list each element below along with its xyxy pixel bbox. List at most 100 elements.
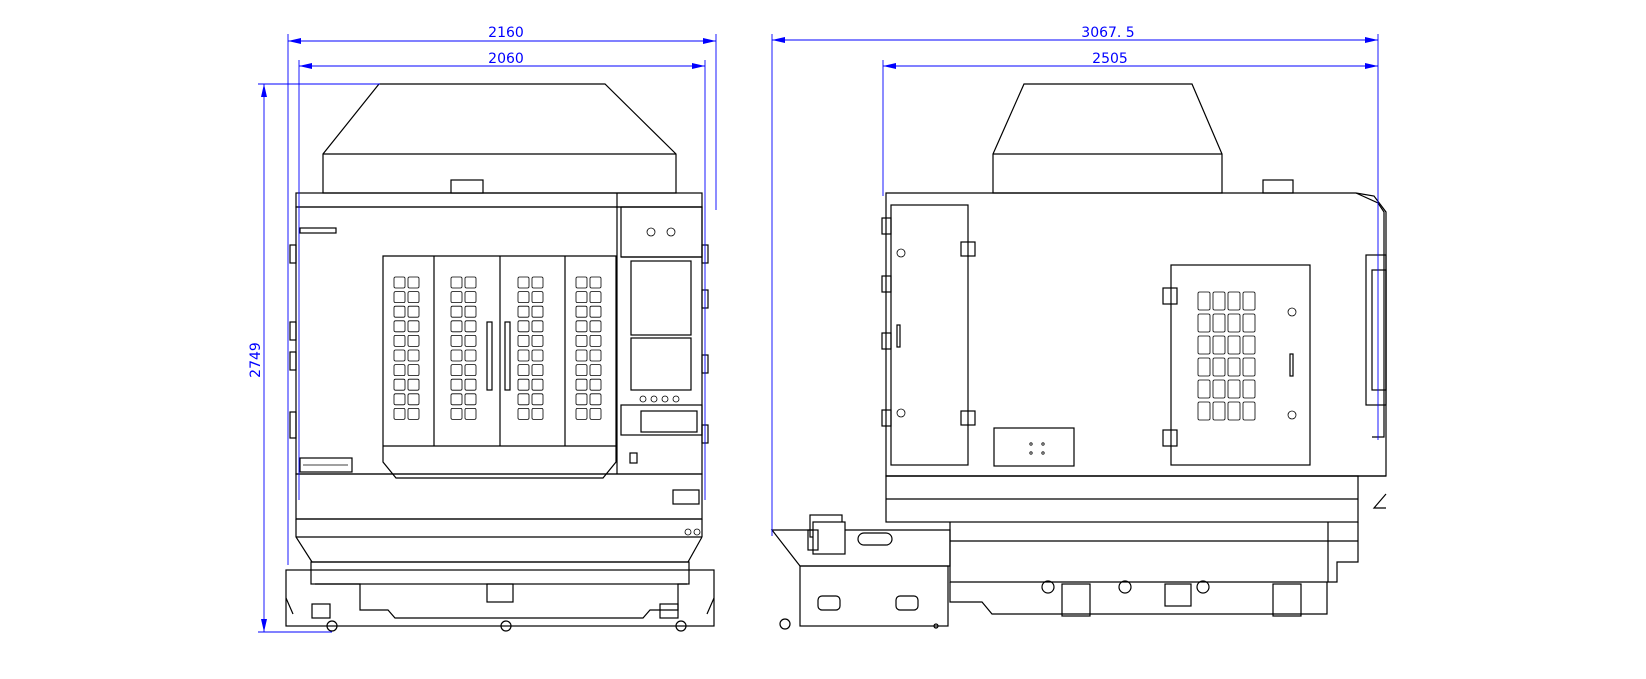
window-pane (531, 349, 544, 362)
side-dimensions: 3067. 5 2505 (771, 25, 1379, 536)
window-pane (1242, 357, 1256, 377)
window-pane (407, 276, 420, 289)
window-pane (450, 276, 463, 289)
window-pane (464, 291, 477, 304)
window-pane (393, 407, 406, 420)
window-pane (450, 349, 463, 362)
front-control-panel (620, 206, 703, 536)
window-pane (589, 276, 602, 289)
front-dimensions: 2160 2060 2749 (248, 25, 717, 633)
window-pane (575, 393, 588, 406)
window-pane (517, 349, 530, 362)
window-pane (1242, 335, 1256, 355)
window-pane (450, 407, 463, 420)
window-pane (407, 393, 420, 406)
window-pane (1212, 401, 1226, 421)
window-pane (531, 364, 544, 377)
front-door-windows (393, 276, 602, 420)
window-pane (464, 378, 477, 391)
window-pane (393, 320, 406, 333)
window-pane (407, 378, 420, 391)
window-pane (531, 276, 544, 289)
window-pane (531, 407, 544, 420)
window-pane (464, 305, 477, 318)
window-pane (517, 276, 530, 289)
window-pane (393, 378, 406, 391)
window-pane (450, 393, 463, 406)
window-pane (393, 276, 406, 289)
window-pane (589, 291, 602, 304)
window-pane (407, 407, 420, 420)
window-pane (575, 378, 588, 391)
dimension-width-inner: 2060 (488, 51, 524, 67)
front-base (285, 473, 715, 632)
window-pane (517, 291, 530, 304)
window-pane (1227, 313, 1241, 333)
window-pane (1197, 291, 1211, 311)
window-pane (589, 305, 602, 318)
window-pane (531, 378, 544, 391)
window-pane (407, 291, 420, 304)
window-pane (1212, 379, 1226, 399)
window-pane (531, 291, 544, 304)
window-pane (393, 291, 406, 304)
window-pane (517, 393, 530, 406)
window-pane (407, 320, 420, 333)
front-doors (382, 255, 617, 479)
window-pane (589, 393, 602, 406)
window-pane (1197, 313, 1211, 333)
window-pane (407, 349, 420, 362)
side-door-windows (1197, 291, 1256, 421)
window-pane (450, 320, 463, 333)
window-pane (589, 407, 602, 420)
side-hood (992, 83, 1294, 194)
window-pane (464, 349, 477, 362)
window-pane (575, 334, 588, 347)
dimension-height-overall: 2749 (248, 342, 264, 378)
window-pane (531, 320, 544, 333)
window-pane (450, 305, 463, 318)
window-pane (531, 334, 544, 347)
window-pane (1197, 335, 1211, 355)
window-pane (393, 305, 406, 318)
window-pane (450, 291, 463, 304)
window-pane (589, 378, 602, 391)
window-pane (1242, 379, 1256, 399)
window-pane (1212, 335, 1226, 355)
window-pane (517, 305, 530, 318)
window-pane (464, 320, 477, 333)
window-pane (464, 407, 477, 420)
window-pane (1212, 357, 1226, 377)
window-pane (407, 334, 420, 347)
window-pane (575, 305, 588, 318)
window-pane (450, 334, 463, 347)
window-pane (464, 393, 477, 406)
window-pane (393, 349, 406, 362)
window-pane (407, 364, 420, 377)
window-pane (1227, 335, 1241, 355)
front-view: 2160 2060 2749 (248, 25, 717, 633)
window-pane (517, 364, 530, 377)
window-pane (531, 393, 544, 406)
window-pane (450, 364, 463, 377)
window-pane (1242, 313, 1256, 333)
window-pane (531, 305, 544, 318)
dimension-depth-overall: 3067. 5 (1081, 25, 1134, 41)
window-pane (1227, 357, 1241, 377)
window-pane (589, 364, 602, 377)
window-pane (1227, 379, 1241, 399)
window-pane (393, 393, 406, 406)
front-hood (322, 83, 677, 194)
window-pane (1242, 291, 1256, 311)
window-pane (517, 320, 530, 333)
window-pane (393, 334, 406, 347)
window-pane (1197, 357, 1211, 377)
dimension-width-overall: 2160 (488, 25, 524, 41)
window-pane (589, 320, 602, 333)
window-pane (1197, 401, 1211, 421)
window-pane (464, 276, 477, 289)
window-pane (517, 334, 530, 347)
window-pane (1197, 379, 1211, 399)
window-pane (1242, 401, 1256, 421)
